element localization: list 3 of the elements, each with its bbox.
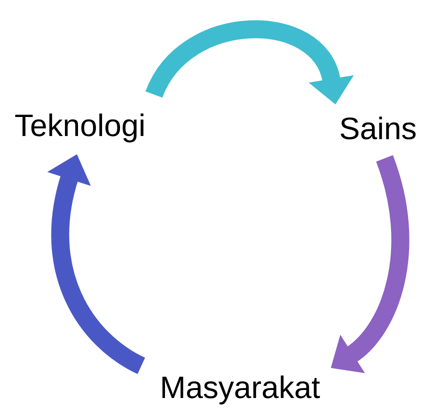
label-text: Masyarakat [162, 376, 320, 404]
label-text: Sains [340, 116, 416, 140]
label-text: Teknologi [15, 114, 144, 142]
